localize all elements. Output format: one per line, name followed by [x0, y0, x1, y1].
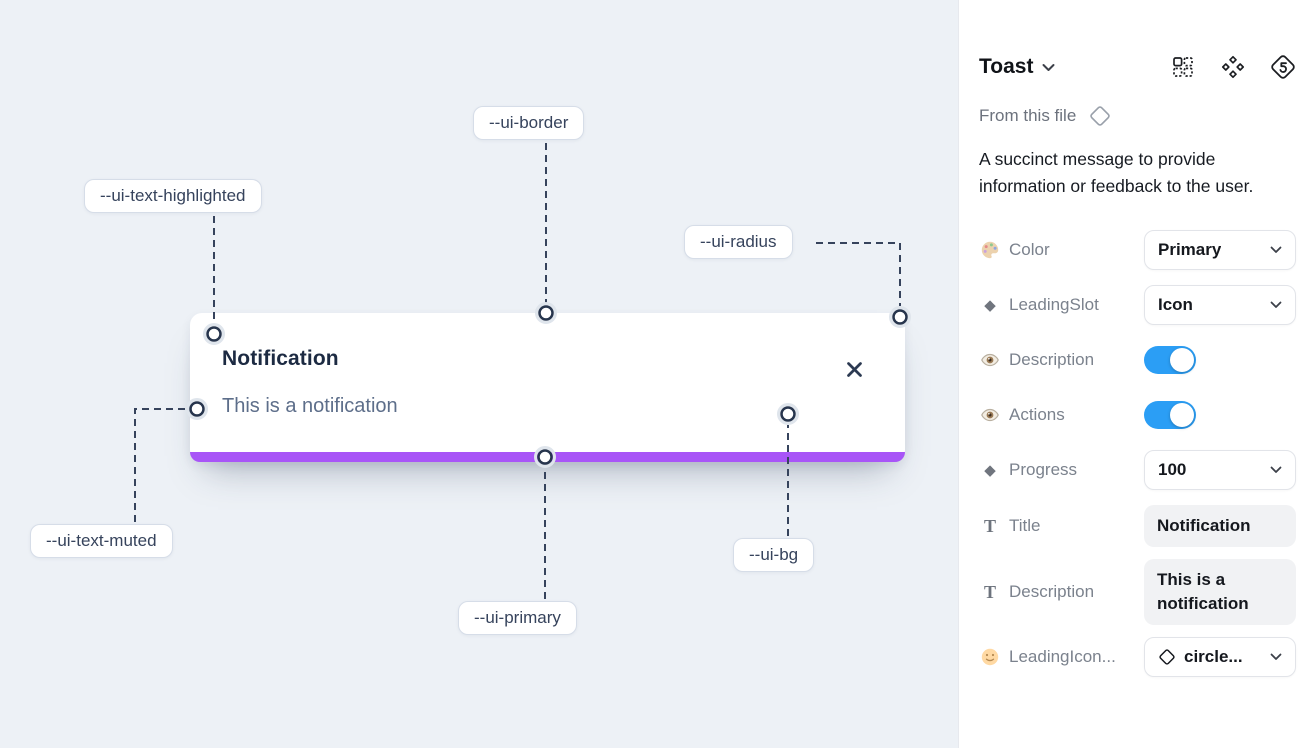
- title-field[interactable]: Notification: [1144, 505, 1296, 547]
- prop-row-color: Color Primary: [979, 230, 1296, 270]
- progress-select-value: 100: [1158, 460, 1187, 479]
- swap-instance-icon[interactable]: [1170, 54, 1196, 80]
- source-label: From this file: [979, 106, 1077, 125]
- components-icon[interactable]: [1220, 54, 1246, 80]
- prop-label-title: Title: [1009, 516, 1041, 535]
- connector-line-radius: [816, 242, 901, 306]
- prop-label-description-text: Description: [1009, 582, 1095, 601]
- component-name: Toast: [979, 55, 1034, 78]
- diamond-icon: ◆: [984, 461, 996, 479]
- eye-icon: [979, 405, 1001, 425]
- design-canvas: Notification This is a notification --ui…: [0, 0, 958, 748]
- panel-header: Toast: [979, 54, 1296, 80]
- description-toggle[interactable]: [1144, 346, 1196, 374]
- chevron-down-icon: [1270, 466, 1282, 473]
- eye-icon: [979, 350, 1001, 370]
- prop-label-show-actions: Actions: [1009, 405, 1065, 424]
- color-select[interactable]: Primary: [1144, 230, 1296, 270]
- diamond-outline-icon: [1090, 106, 1111, 126]
- leading-icon-select-value: circle...: [1184, 647, 1243, 666]
- color-select-value: Primary: [1158, 240, 1222, 259]
- toggle-knob: [1170, 403, 1194, 427]
- prop-label-leading-icon: LeadingIcon...: [1009, 647, 1116, 666]
- progress-select[interactable]: 100: [1144, 450, 1296, 490]
- diamond-icon: ◆: [984, 296, 996, 314]
- leading-icon-select[interactable]: circle...: [1144, 637, 1296, 677]
- component-selector[interactable]: Toast: [979, 55, 1055, 79]
- prop-label-show-description: Description: [1009, 350, 1095, 369]
- smiley-icon: [979, 647, 1001, 667]
- palette-icon: [979, 240, 1001, 260]
- source-row: From this file: [979, 104, 1296, 128]
- toggle-knob: [1170, 348, 1194, 372]
- toast-title: Notification: [222, 347, 339, 370]
- prop-row-show-actions: Actions: [979, 395, 1296, 435]
- prop-row-title: T Title Notification: [979, 505, 1296, 547]
- var-pill-ui-radius[interactable]: --ui-radius: [684, 225, 793, 259]
- text-type-icon: T: [983, 515, 996, 536]
- properties-panel: Toast: [958, 0, 1312, 748]
- description-field[interactable]: This is a notification: [1144, 559, 1296, 625]
- chevron-down-icon: [1270, 653, 1282, 660]
- prop-label-progress: Progress: [1009, 460, 1078, 479]
- prop-row-description-text: T Description This is a notification: [979, 559, 1296, 625]
- prop-row-progress: ◆ Progress 100: [979, 450, 1296, 490]
- var-pill-ui-text-muted[interactable]: --ui-text-muted: [30, 524, 173, 558]
- chevron-down-icon: [1270, 246, 1282, 253]
- component-description: A succinct message to provide informatio…: [979, 149, 1254, 196]
- brand-logo-icon[interactable]: [1270, 54, 1296, 80]
- prop-row-leading-slot: ◆ LeadingSlot Icon: [979, 285, 1296, 325]
- close-icon[interactable]: [842, 357, 866, 381]
- text-type-icon: T: [983, 581, 996, 602]
- props-list: Color Primary ◆ LeadingSlot Icon: [979, 230, 1296, 677]
- prop-label-color: Color: [1009, 240, 1050, 259]
- prop-row-leading-icon: LeadingIcon... circle...: [979, 637, 1296, 677]
- prop-row-show-description: Description: [979, 340, 1296, 380]
- actions-toggle[interactable]: [1144, 401, 1196, 429]
- var-pill-ui-border[interactable]: --ui-border: [473, 106, 585, 140]
- connector-line-text-muted: [134, 408, 186, 522]
- var-pill-ui-text-highlighted[interactable]: --ui-text-highlighted: [84, 179, 262, 213]
- diamond-outline-icon: [1159, 649, 1175, 665]
- toast-component[interactable]: Notification This is a notification: [190, 313, 905, 462]
- var-pill-ui-bg[interactable]: --ui-bg: [733, 538, 815, 572]
- leading-slot-select-value: Icon: [1158, 295, 1193, 314]
- toast-progress-bar: [190, 452, 905, 462]
- var-pill-ui-primary[interactable]: --ui-primary: [458, 601, 577, 635]
- leading-slot-select[interactable]: Icon: [1144, 285, 1296, 325]
- toast-description: This is a notification: [222, 395, 398, 417]
- chevron-down-icon: [1270, 301, 1282, 308]
- chevron-down-icon: [1042, 63, 1055, 71]
- prop-label-leading-slot: LeadingSlot: [1009, 295, 1099, 314]
